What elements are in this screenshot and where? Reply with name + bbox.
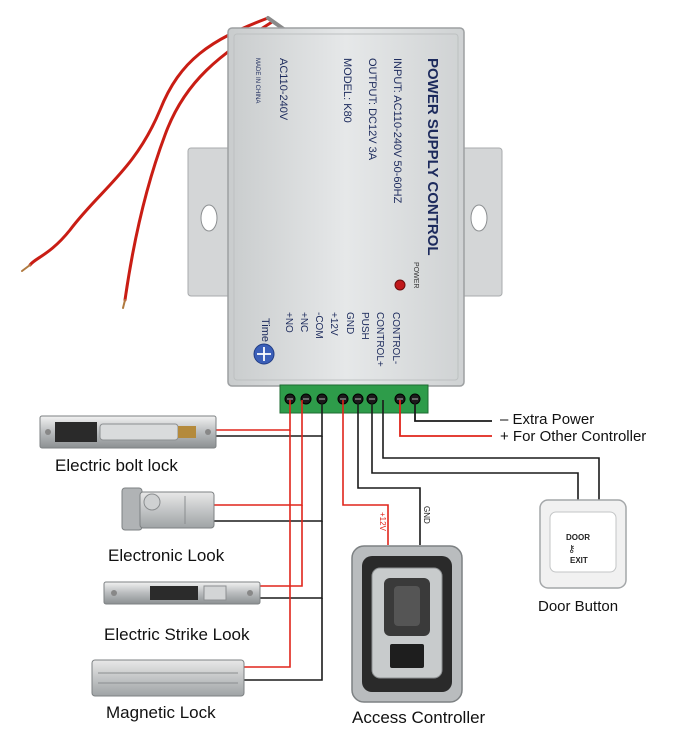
access-controller bbox=[351, 545, 463, 703]
access-controller-label: Access Controller bbox=[352, 708, 486, 727]
ps-made-in: MADE IN CHINA bbox=[254, 58, 260, 103]
wire-label-gnd: GND bbox=[422, 506, 431, 524]
terminal-label: -COM bbox=[313, 312, 324, 339]
electric-strike-lock bbox=[103, 581, 261, 605]
lock-wires bbox=[200, 400, 323, 681]
terminal-label: +NC bbox=[298, 312, 309, 332]
extra-power-sub-label: + For Other Controller bbox=[500, 428, 646, 445]
wire-label-plus12v: +12V bbox=[378, 512, 387, 532]
mounting-flange-right bbox=[457, 147, 503, 297]
electronic-lock-label: Electronic Look bbox=[108, 546, 225, 565]
bolt-lock-label: Electric bolt lock bbox=[55, 456, 178, 475]
time-knob: Time bbox=[253, 318, 275, 365]
terminal-label: PUSH bbox=[359, 312, 370, 340]
electric-bolt-lock bbox=[39, 415, 217, 449]
terminal-labels: +NO +NC -COM +12V GND PUSH CONTROL+ CONTROL- bbox=[283, 312, 401, 367]
terminal-label: CONTROL+ bbox=[374, 312, 385, 367]
ps-model: MODEL: K80 bbox=[341, 58, 353, 123]
terminal-label: +NO bbox=[283, 312, 294, 333]
key-icon: ⚷ bbox=[568, 544, 575, 555]
control-wires bbox=[342, 400, 600, 545]
time-label: Time bbox=[259, 318, 271, 342]
electronic-lock bbox=[121, 487, 215, 531]
extra-power-label: – Extra Power bbox=[500, 411, 594, 428]
ps-voltage: AC110-240V bbox=[277, 58, 289, 121]
door-button-exit-text: EXIT bbox=[570, 556, 588, 565]
power-supply-label-block: POWER SUPPLY CONTROL INPUT: AC110-240V 5… bbox=[254, 58, 441, 256]
power-led-label: POWER bbox=[412, 262, 419, 288]
terminal-block bbox=[279, 384, 429, 414]
strike-lock-label: Electric Strike Look bbox=[104, 625, 250, 644]
magnetic-lock bbox=[91, 659, 245, 697]
mounting-flange-left bbox=[187, 147, 233, 297]
power-led: POWER bbox=[394, 262, 419, 291]
door-button-label: Door Button bbox=[538, 598, 618, 615]
ps-title: POWER SUPPLY CONTROL bbox=[424, 58, 441, 256]
door-exit-button: DOOR ⚷ EXIT bbox=[539, 499, 627, 589]
door-button-door-text: DOOR bbox=[566, 533, 590, 542]
input-power-cable bbox=[21, 16, 287, 309]
terminal-label: GND bbox=[344, 312, 355, 334]
ps-input-spec: INPUT: AC110-240V 50-60HZ bbox=[391, 58, 403, 204]
power-supply-box bbox=[227, 27, 465, 387]
magnetic-lock-label: Magnetic Lock bbox=[106, 703, 216, 722]
ps-output-spec: OUTPUT: DC12V 3A bbox=[366, 58, 378, 161]
extra-power-wires bbox=[399, 400, 492, 437]
terminal-label: CONTROL- bbox=[390, 312, 401, 364]
terminal-label: +12V bbox=[328, 312, 339, 336]
